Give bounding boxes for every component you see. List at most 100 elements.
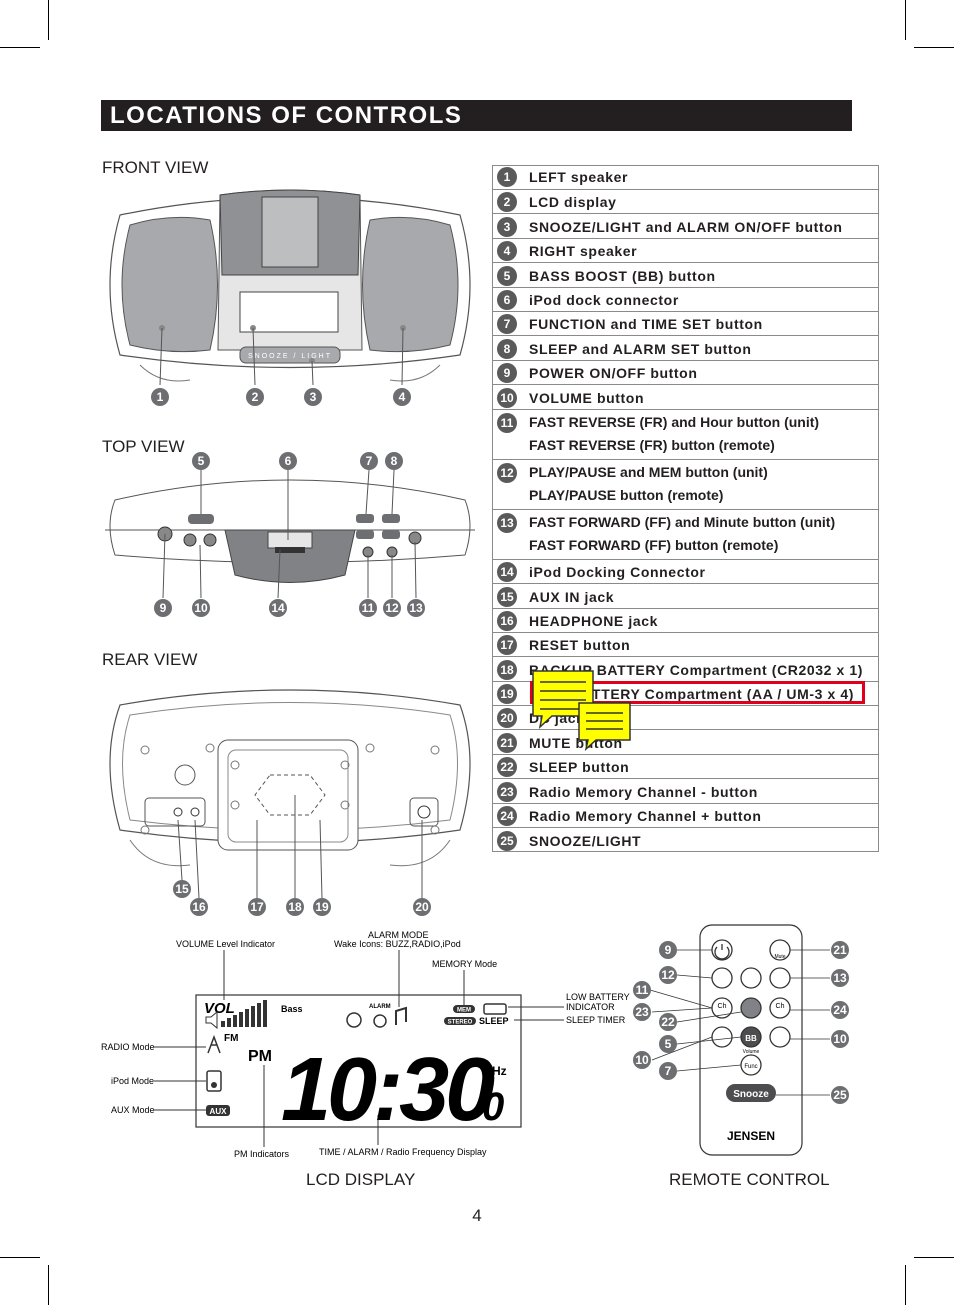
svg-text:4: 4 — [399, 390, 406, 404]
svg-text:10: 10 — [194, 601, 208, 615]
memory-mode-label: MEMORY Mode — [432, 959, 497, 969]
item-number-badge: 20 — [497, 708, 517, 728]
time-digits: 10:30 — [281, 1040, 495, 1140]
small-digit: 0 — [482, 1085, 504, 1129]
item-number-badge: 7 — [497, 314, 517, 334]
table-row: 2 LCD display — [492, 189, 879, 213]
crop-mark — [905, 0, 906, 40]
music-note-icon — [395, 1006, 407, 1025]
svg-text:2: 2 — [252, 390, 259, 404]
item-number-badge: 15 — [497, 586, 517, 607]
sleep-button[interactable] — [740, 997, 762, 1019]
fm-indicator: FM — [224, 1033, 238, 1044]
item-number-badge: 21 — [497, 732, 517, 753]
svg-text:6: 6 — [285, 454, 292, 468]
item-number-badge: 25 — [497, 830, 517, 851]
ipod-mode-label: iPod Mode — [111, 1076, 154, 1086]
alarm-mode-label: ALARM MODE — [368, 930, 429, 940]
crop-mark — [914, 1257, 954, 1258]
play-pause-button[interactable] — [740, 967, 762, 989]
snooze-label: Snooze — [733, 1089, 769, 1100]
svg-text:22: 22 — [661, 1015, 675, 1029]
radio-wave-icon — [373, 1014, 387, 1028]
item-number-badge: 5 — [497, 265, 517, 286]
item-number-badge: 18 — [497, 659, 517, 680]
rear-view-diagram: 15 16 17 18 19 20 — [109, 689, 471, 916]
item-label: AUX IN jack — [529, 588, 615, 605]
item-label: FUNCTION and TIME SET button — [529, 316, 763, 332]
volume-up-button[interactable] — [769, 1026, 791, 1048]
item-label: POWER ON/OFF button — [529, 365, 698, 381]
item-label: HEADPHONE jack — [529, 613, 658, 629]
item-label: PLAY/PAUSE and MEM button (unit) — [529, 464, 768, 480]
item-label: SLEEP button — [529, 759, 630, 775]
crop-mark — [48, 1265, 49, 1305]
item-label: RESET button — [529, 637, 631, 653]
channel-plus-button[interactable] — [769, 997, 791, 1019]
snooze-button[interactable] — [726, 1084, 776, 1102]
svg-text:10: 10 — [635, 1053, 649, 1067]
item-number-badge: 22 — [497, 757, 517, 777]
item-label: SNOOZE/LIGHT — [529, 832, 642, 849]
time-display-label: TIME / ALARM / Radio Frequency Display — [319, 1147, 487, 1157]
item-number-badge: 2 — [497, 192, 517, 212]
svg-text:16: 16 — [192, 900, 206, 914]
note-icon[interactable] — [530, 668, 598, 730]
note-icon[interactable] — [576, 700, 634, 752]
item-number-badge: 16 — [497, 611, 517, 631]
table-row: 16 HEADPHONE jack — [492, 608, 879, 632]
page-title: LOCATIONS OF CONTROLS — [110, 102, 463, 129]
item-number-badge: 9 — [497, 363, 517, 383]
crop-mark — [0, 47, 40, 48]
crop-mark — [905, 1265, 906, 1305]
svg-text:10: 10 — [833, 1032, 847, 1046]
wake-icons-label: Wake Icons: BUZZ,RADIO,iPod — [334, 939, 461, 949]
svg-text:20: 20 — [415, 900, 429, 914]
func-label: Func — [744, 1064, 757, 1070]
crop-mark — [0, 1257, 40, 1258]
rear-view-label: REAR VIEW — [102, 650, 198, 669]
item-number-badge: 3 — [497, 216, 517, 237]
ch-plus-label: Ch — [776, 1003, 785, 1010]
svg-text:13: 13 — [833, 971, 847, 985]
svg-text:14: 14 — [271, 601, 285, 615]
item-label: FAST REVERSE (FR) and Hour button (unit) — [529, 414, 820, 430]
svg-text:5: 5 — [665, 1037, 672, 1051]
highlight-box — [530, 681, 865, 704]
bb-label: BB — [745, 1034, 757, 1043]
item-label: SNOOZE/LIGHT and ALARM ON/OFF button — [529, 218, 843, 235]
indicator-label: INDICATOR — [566, 1002, 615, 1012]
alarm-clock-icon — [346, 1012, 362, 1028]
item-label: VOLUME button — [529, 389, 645, 406]
remote-control-diagram: Mute Ch Ch BB Volume Func Snooze JENSEN … — [633, 924, 849, 1156]
pm-indicator: PM — [248, 1048, 272, 1065]
power-icon — [714, 944, 730, 960]
item-label: BACKUP BATTERY Compartment (CR2032 x 1) — [529, 661, 864, 678]
bass-indicator: Bass — [281, 1004, 303, 1014]
vol-indicator: VOL — [204, 1000, 235, 1017]
radio-mode-label: RADIO Mode — [101, 1042, 155, 1052]
item-number-badge: 4 — [497, 241, 517, 261]
item-label: LCD display — [529, 194, 617, 210]
item-label-secondary: FAST REVERSE (FR) button (remote) — [529, 437, 775, 453]
svg-text:18: 18 — [288, 900, 302, 914]
item-number-badge: 13 — [497, 513, 517, 533]
brand-logo: JENSEN — [727, 1129, 775, 1143]
aux-mode-label: AUX Mode — [111, 1105, 155, 1115]
item-number-badge: 12 — [497, 463, 517, 483]
table-row: 18 BACKUP BATTERY Compartment (CR2032 x 1… — [492, 656, 879, 681]
item-label: Radio Memory Channel + button — [529, 808, 762, 824]
table-row: 3 SNOOZE/LIGHT and ALARM ON/OFF button — [492, 213, 879, 238]
volume-indicator-label: VOLUME Level Indicator — [176, 939, 275, 949]
crop-mark — [914, 47, 954, 48]
item-label: iPod Docking Connector — [529, 564, 706, 580]
svg-text:1: 1 — [157, 390, 164, 404]
